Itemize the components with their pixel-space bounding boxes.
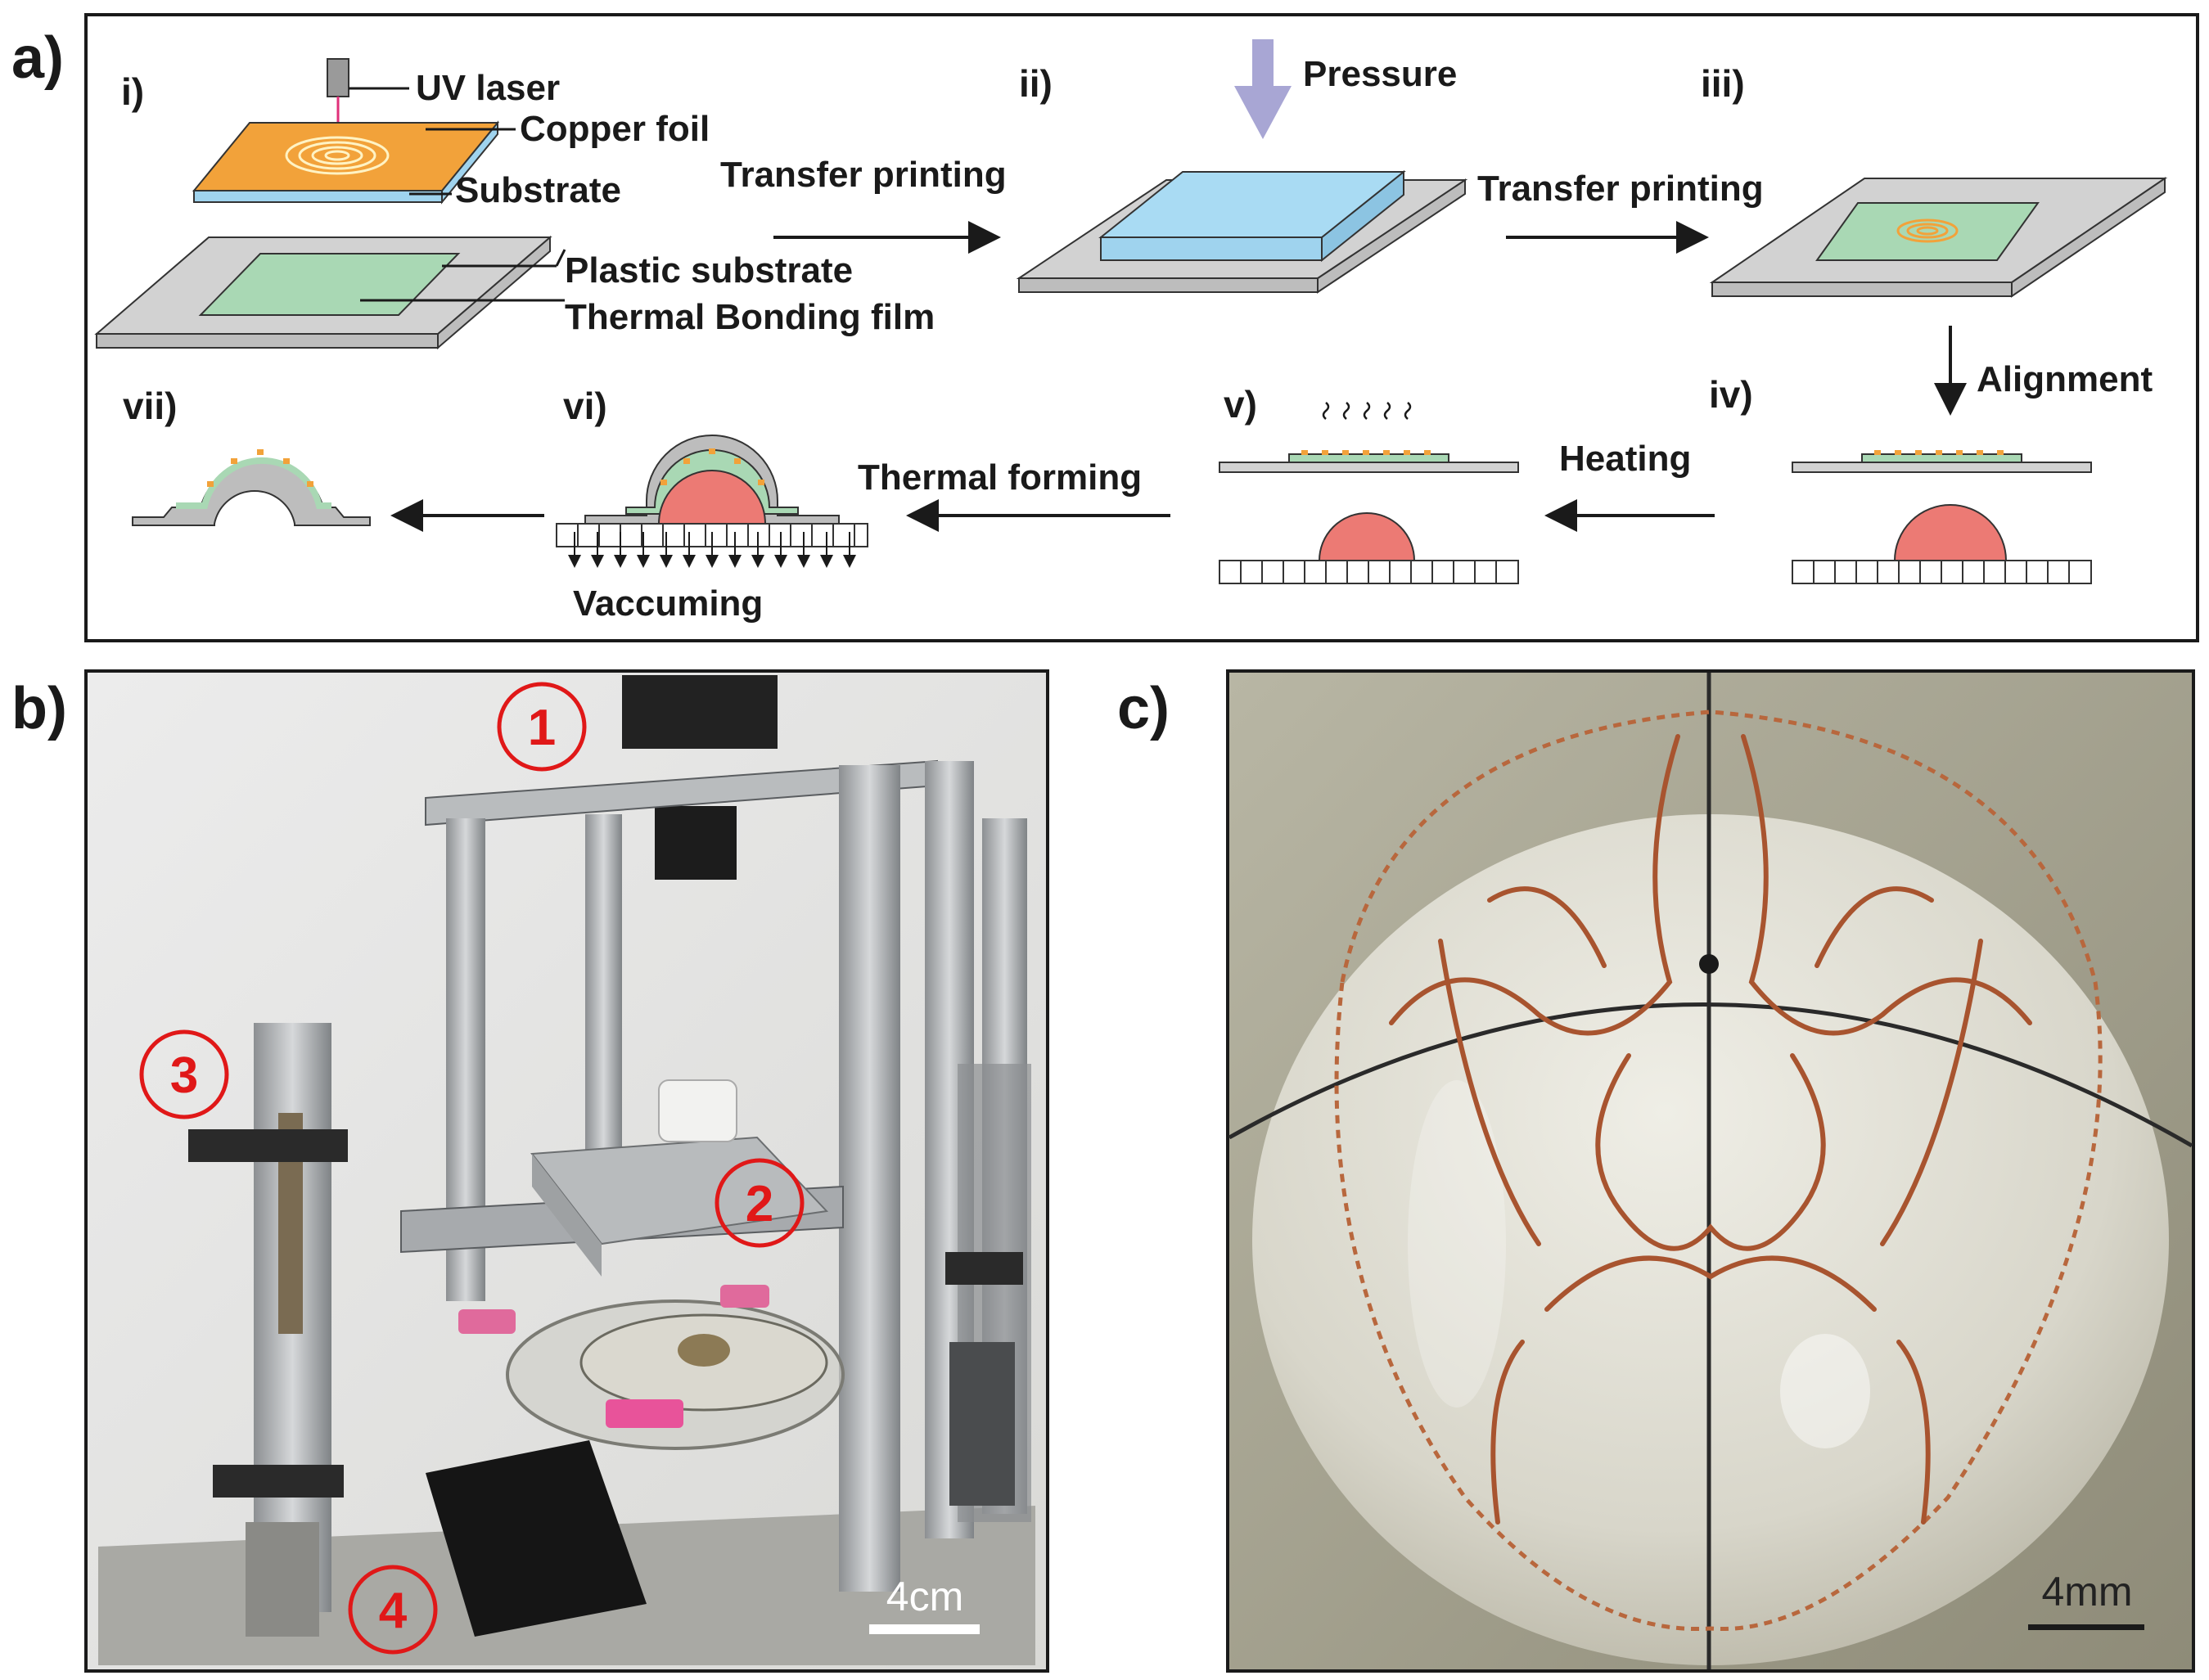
- marker-4: 4: [348, 1565, 438, 1655]
- formed-device: [132, 449, 371, 526]
- photo-c-device: [1226, 669, 2195, 1673]
- svg-text:1: 1: [528, 700, 556, 756]
- panel-label-c: c): [1117, 676, 1170, 741]
- step-vi-label: vi): [563, 385, 607, 427]
- pressure-arrow-icon: [1234, 39, 1292, 139]
- marker-3: 3: [139, 1029, 229, 1119]
- transfer-printing-label-2: Transfer printing: [1477, 169, 1764, 209]
- scale-bar-c: 4mm: [2028, 1569, 2144, 1630]
- plastic-substrate-label: Plastic substrate: [565, 250, 853, 291]
- alignment-label: Alignment: [1977, 359, 2153, 399]
- step-iii-label: iii): [1701, 62, 1745, 105]
- panel-label-b: b): [11, 676, 67, 741]
- heat-waves-icon: [1322, 402, 1412, 420]
- step-vii-label: vii): [123, 385, 177, 427]
- svg-text:3: 3: [170, 1047, 198, 1104]
- thermal-forming-label: Thermal forming: [858, 457, 1142, 498]
- step-v-label: v): [1224, 383, 1257, 426]
- svg-text:2: 2: [746, 1176, 773, 1232]
- heating-label: Heating: [1559, 439, 1691, 479]
- svg-text:4: 4: [379, 1583, 408, 1639]
- marker-2: 2: [715, 1158, 805, 1248]
- step-ii-label: ii): [1019, 62, 1053, 105]
- copper-foil-label: Copper foil: [520, 109, 710, 149]
- thermal-bonding-film-label: Thermal Bonding film: [565, 297, 935, 337]
- svg-text:4cm: 4cm: [886, 1574, 963, 1619]
- vaccuming-label: Vaccuming: [573, 583, 763, 624]
- scale-bar-b: 4cm: [869, 1574, 980, 1634]
- pressure-label: Pressure: [1303, 54, 1457, 94]
- substrate-label: Substrate: [455, 170, 621, 210]
- plastic-substrate-plate: [94, 235, 552, 350]
- step-i-label: i): [121, 70, 144, 113]
- pressing-assembly: [1016, 169, 1468, 294]
- spiral-coil: [285, 136, 390, 175]
- marker-1: 1: [497, 682, 587, 772]
- transferred-plate: [1709, 177, 2168, 298]
- uv-laser-icon: [327, 58, 349, 146]
- vacuum-arrows: [568, 532, 856, 568]
- uv-laser-label: UV laser: [416, 68, 560, 108]
- transfer-printing-label-1: Transfer printing: [720, 155, 1007, 195]
- panel-label-a: a): [11, 25, 64, 91]
- aligned-sheet-and-mold: [1792, 450, 2092, 584]
- panel-a-frame: [84, 13, 2199, 642]
- photo-b-apparatus: [84, 669, 1049, 1673]
- heated-sheet-and-mold: [1219, 450, 1519, 584]
- vacuum-forming-assembly: [556, 435, 868, 568]
- step-iv-label: iv): [1709, 373, 1753, 416]
- copper-foil-stack: [192, 120, 500, 205]
- svg-text:4mm: 4mm: [2041, 1569, 2132, 1615]
